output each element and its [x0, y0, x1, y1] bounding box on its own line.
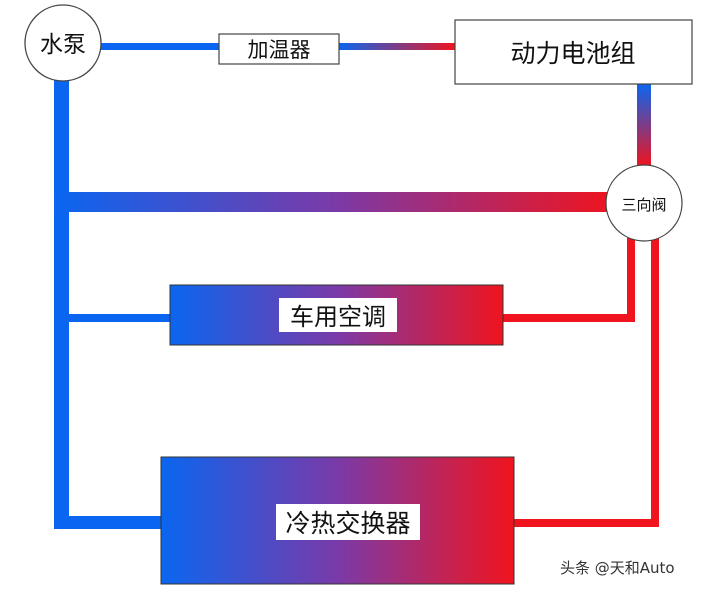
pipe-bypass [54, 192, 614, 212]
watermark: 头条 @天和Auto [560, 559, 675, 577]
exchanger-label-bg [276, 504, 420, 540]
ac-label-bg [279, 298, 397, 332]
three-way-valve: 三向阀 [605, 164, 683, 242]
valve-label: 三向阀 [621, 196, 666, 214]
battery-box [454, 19, 693, 85]
heat-exchanger: 冷热交换器 [160, 456, 515, 585]
heater: 加温器 [218, 33, 340, 65]
battery-label: 动力电池组 [510, 39, 635, 68]
pipe-main-exchanger [54, 516, 161, 529]
pump-label: 水泵 [40, 32, 86, 58]
vehicle-ac: 车用空调 [169, 284, 504, 346]
heater-label: 加温器 [248, 38, 311, 62]
pipe-heater-battery [338, 43, 455, 50]
valve-shape [605, 164, 683, 242]
pump: 水泵 [24, 4, 102, 82]
pipe-main-ac [54, 314, 170, 322]
pipe-ac-valve [627, 238, 635, 322]
pipe-main-left [54, 72, 69, 528]
pipe-ac-return [503, 314, 635, 322]
ac-label: 车用空调 [290, 303, 386, 331]
pipes [54, 43, 659, 529]
pipe-exchanger-return [514, 519, 659, 527]
exchanger-label: 冷热交换器 [285, 509, 410, 538]
heater-box [218, 33, 340, 65]
pipe-battery-valve [637, 84, 651, 166]
pump-shape [24, 4, 102, 82]
pipe-exchanger-valve [651, 238, 659, 527]
pipe-pump-heater [100, 43, 220, 50]
battery-pack: 动力电池组 [454, 19, 693, 85]
